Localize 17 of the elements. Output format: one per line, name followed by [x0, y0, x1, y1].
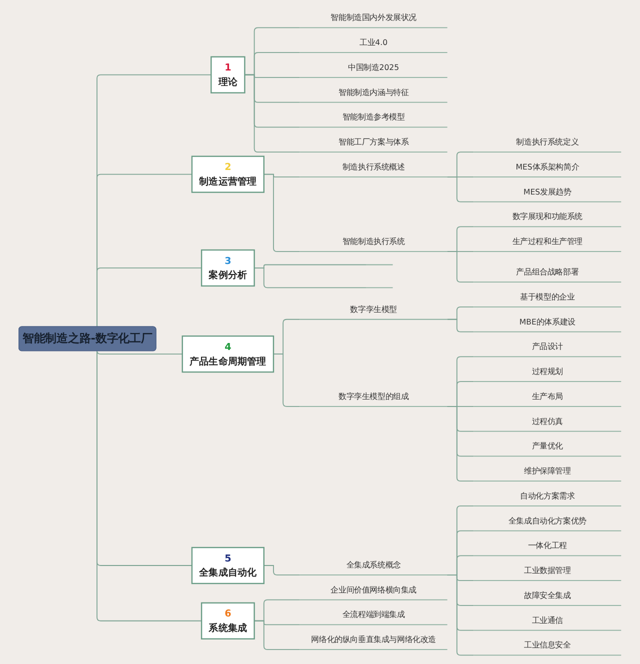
- connector: [273, 354, 300, 407]
- connector: [446, 318, 474, 332]
- node-box: 1 理论: [210, 56, 246, 94]
- node-box: 2 制造运营管理: [191, 156, 265, 193]
- connector: [446, 251, 474, 282]
- connector: [446, 176, 474, 202]
- node-box: 5 全集成自动化: [191, 546, 265, 584]
- connector: [446, 406, 474, 482]
- connector: [446, 574, 474, 656]
- connector: [263, 174, 300, 252]
- connector: [254, 620, 300, 650]
- node-box: 3 案例分析: [200, 249, 255, 287]
- node-box: 4 产品生命周期管理: [182, 335, 274, 373]
- connector: [254, 268, 367, 288]
- connector: [244, 74, 300, 153]
- node-box: 6 系统集成: [200, 602, 255, 640]
- connector: [263, 565, 300, 576]
